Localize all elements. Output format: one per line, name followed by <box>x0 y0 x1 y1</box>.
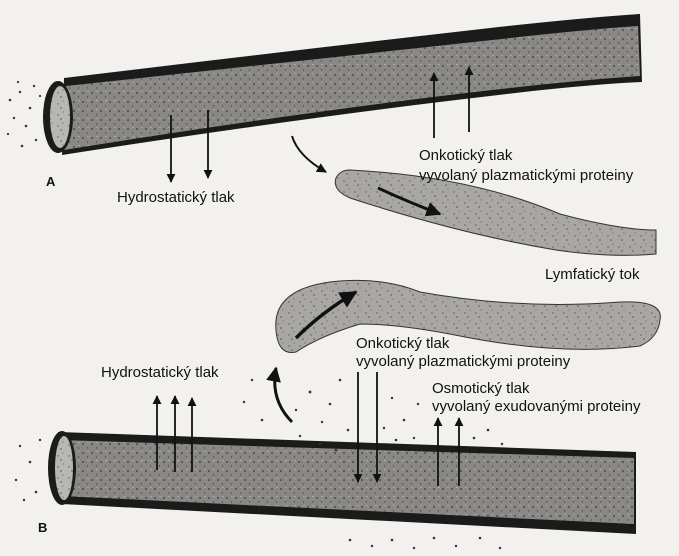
lymph-flow-label: Lymfatický tok <box>545 265 639 284</box>
interstitial-dots-a <box>7 81 45 147</box>
osmotic-label-b-line1: Osmotický tlak <box>432 379 530 398</box>
oncotic-label-b-line1: Onkotický tlak <box>356 334 449 353</box>
vessel-a <box>43 14 642 155</box>
vessel-b <box>48 431 636 534</box>
oncotic-label-b-line2: vyvolaný plazmatickými proteiny <box>356 352 570 371</box>
drainage-arrow-b <box>275 368 292 422</box>
osmotic-label-b-line2: vyvolaný exudovanými proteiny <box>432 397 640 416</box>
oncotic-label-a-line1: Onkotický tlak <box>419 146 512 165</box>
oncotic-label-a-line2: vyvolaný plazmatickými proteiny <box>419 166 633 185</box>
panel-a-letter: A <box>46 172 55 191</box>
panel-b-letter: B <box>38 518 47 537</box>
drainage-arrow-a <box>292 136 326 172</box>
hydrostatic-label-b: Hydrostatický tlak <box>101 363 219 382</box>
hydrostatic-label-a: Hydrostatický tlak <box>117 188 235 207</box>
lymph-vessel-lower <box>276 280 661 352</box>
